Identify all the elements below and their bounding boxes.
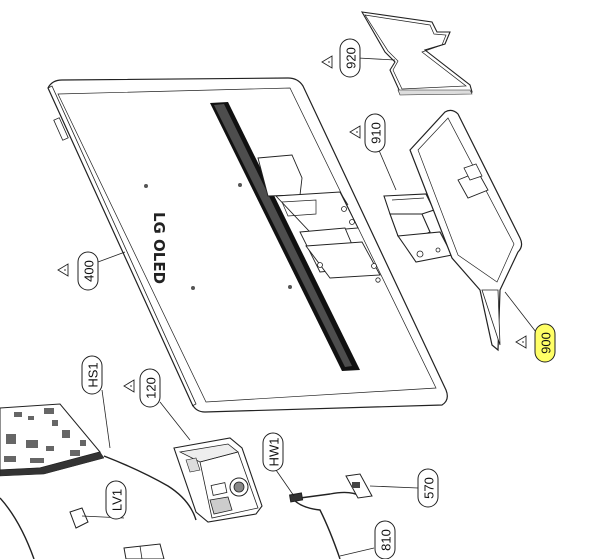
warning-triangle-icon [123, 379, 135, 393]
part-900-stand-base [409, 109, 523, 352]
warning-triangle-icon [515, 335, 527, 349]
part-910-stand-neck [383, 193, 453, 263]
part-label-120: 120 [139, 368, 161, 408]
part-label-text: 900 [539, 332, 554, 354]
part-lv1-connector [69, 507, 165, 559]
part-label-910: 910 [364, 113, 386, 153]
part-label-hs1: HS1 [81, 355, 103, 395]
part-label-text: 570 [422, 477, 437, 499]
panel-logo-text: LG OLED [150, 212, 168, 284]
part-label-570: 570 [417, 468, 439, 508]
part-label-oval [81, 355, 103, 395]
part-label-oval [534, 323, 556, 363]
part-label-lv1: LV1 [105, 480, 127, 520]
part-hs1-main-board [0, 403, 105, 477]
part-label-text: 920 [344, 47, 359, 69]
part-570-small-board [345, 473, 373, 499]
part-hw1-connector [288, 492, 304, 503]
part-label-oval [374, 520, 396, 559]
part-label-text: 810 [379, 529, 394, 551]
warning-triangle-icon [57, 263, 69, 277]
warning-triangles [57, 55, 527, 393]
part-400-display-panel [47, 77, 448, 413]
part-label-oval [105, 480, 127, 520]
part-label-text: 120 [144, 377, 159, 399]
leader-lines [81, 57, 537, 557]
part-label-oval [364, 113, 386, 153]
part-920-back-cover [360, 11, 473, 96]
part-label-text: HS1 [86, 362, 101, 387]
part-label-oval [339, 38, 361, 78]
part-label-900: 900 [534, 323, 556, 363]
part-label-text: 400 [82, 260, 97, 282]
part-label-oval [262, 432, 284, 472]
part-label-text: HW1 [267, 438, 282, 467]
part-label-text: 910 [369, 122, 384, 144]
part-label-810: 810 [374, 520, 396, 559]
part-120-speaker-unit [173, 437, 263, 523]
part-label-hw1: HW1 [262, 432, 284, 472]
part-label-400: 400 [77, 251, 99, 291]
part-label-text: LV1 [110, 489, 125, 511]
part-label-oval [77, 251, 99, 291]
warning-triangle-icon [349, 125, 361, 139]
cables [0, 455, 361, 559]
part-label-920: 920 [339, 38, 361, 78]
warning-triangle-icon [321, 55, 333, 69]
part-label-oval [417, 468, 439, 508]
part-label-oval [139, 368, 161, 408]
